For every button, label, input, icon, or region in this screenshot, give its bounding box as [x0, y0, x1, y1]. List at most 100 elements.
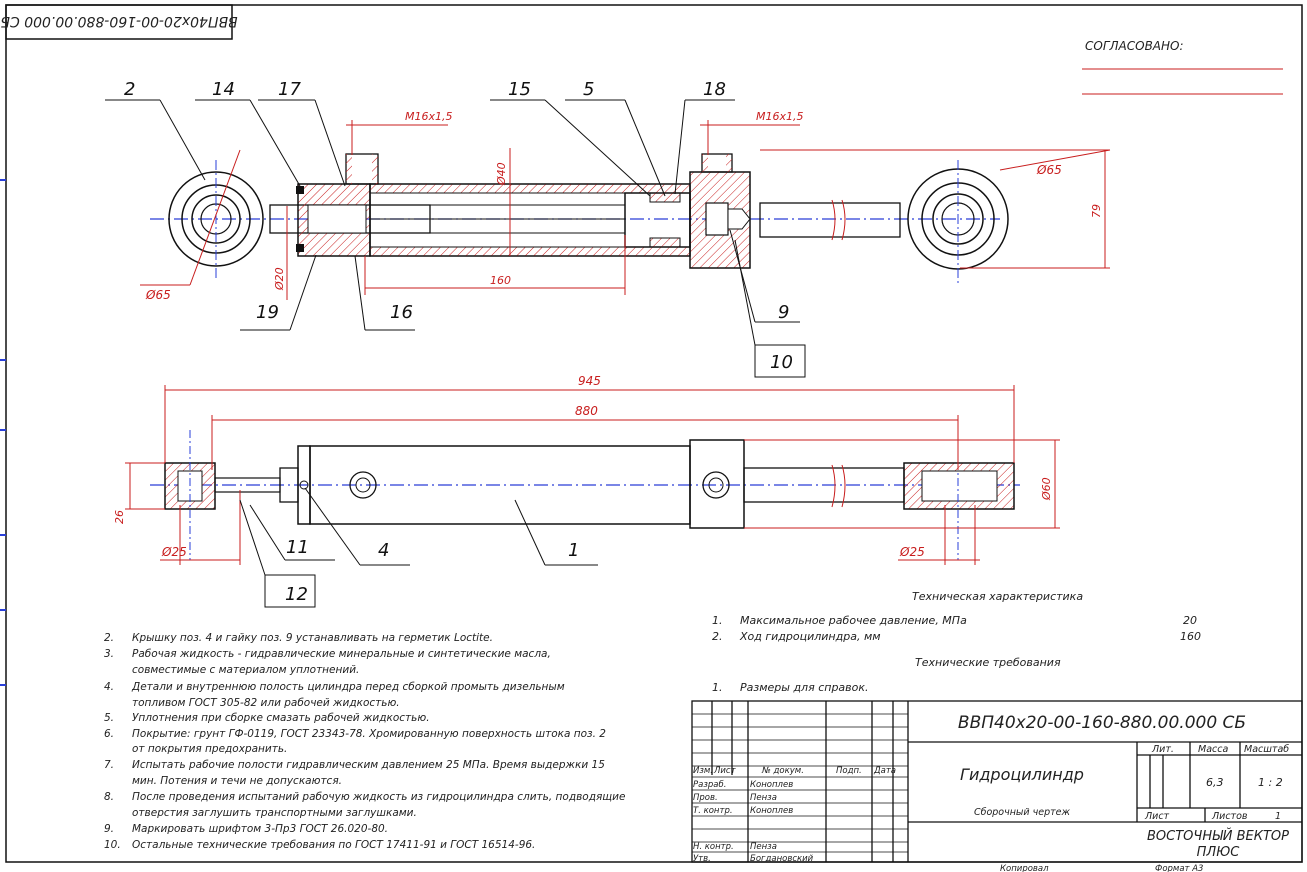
note-line: Покрытие: грунт ГФ-0119, ГОСТ 23343-78. …: [132, 728, 606, 740]
dim-stroke: 160: [490, 274, 511, 287]
dim-total-length: 945: [578, 374, 601, 388]
tb-mass: 6,3: [1206, 776, 1224, 789]
tech-char-label: Ход гидроцилиндра, мм: [739, 630, 881, 643]
svg-text:2.: 2.: [712, 630, 723, 643]
tb-sheets: 1: [1275, 811, 1281, 822]
note-line: Остальные технические требования по ГОСТ…: [132, 839, 535, 851]
dim-eye-right: Ø65: [1036, 163, 1062, 177]
approval-label: СОГЛАСОВАНО:: [1085, 39, 1184, 53]
tech-char-value: 20: [1183, 614, 1197, 627]
tech-req-heading: Технические требования: [915, 656, 1061, 669]
note-line: от покрытия предохранить.: [132, 743, 287, 755]
dim-pin-dia-left: Ø25: [161, 545, 187, 559]
tb-company-line2: ПЛЮС: [1197, 845, 1241, 860]
tb-format: Формат А3: [1155, 864, 1203, 872]
svg-text:9.: 9.: [104, 823, 114, 835]
section-view: [150, 153, 1009, 285]
tb-company: ВОСТОЧНЫЙ ВЕКТОР: [1147, 828, 1289, 844]
tb-role: Т. контр.: [693, 806, 733, 816]
note-line: Крышку поз. 4 и гайку поз. 9 устанавлива…: [132, 632, 493, 644]
tb-copied: Копировал: [1000, 864, 1049, 872]
note-line: Рабочая жидкость - гидравлические минера…: [132, 648, 551, 660]
tb-role: Н. контр.: [693, 842, 734, 852]
dim-pin-length: 880: [575, 404, 598, 418]
tech-char-heading: Техническая характеристика: [912, 590, 1083, 603]
tb-person: Богдановский: [750, 854, 814, 864]
dim-rod: Ø20: [273, 267, 286, 291]
tb-person: Пенза: [750, 793, 777, 803]
note-line: После проведения испытаний рабочую жидко…: [132, 791, 625, 803]
tb-name: Гидроцилиндр: [960, 765, 1084, 784]
balloon-4: 4: [378, 540, 389, 561]
balloon-2: 2: [124, 79, 135, 100]
tb-person: Коноплев: [750, 780, 793, 790]
svg-text:1.: 1.: [712, 614, 723, 627]
note-line: топливом ГОСТ 305-82 или рабочей жидкост…: [132, 697, 400, 709]
tb-role: Пров.: [693, 793, 718, 803]
dim-eye-left: Ø65: [145, 288, 171, 302]
svg-text:3.: 3.: [104, 648, 114, 660]
note-line: мин. Потения и течи не допускаются.: [132, 775, 342, 787]
tech-char-value: 160: [1180, 630, 1201, 643]
dim-thread-right: M16x1,5: [756, 110, 804, 123]
note-line: Маркировать шрифтом 3-Пр3 ГОСТ 26.020-80…: [132, 823, 388, 835]
balloon-9: 9: [778, 302, 789, 323]
balloon-15: 15: [508, 79, 531, 100]
svg-text:2.: 2.: [104, 632, 114, 644]
svg-text:5.: 5.: [104, 712, 114, 724]
balloon-14: 14: [212, 79, 235, 100]
section-dimensions: [140, 120, 1111, 300]
balloon-18: 18: [703, 79, 726, 100]
svg-text:8.: 8.: [104, 791, 114, 803]
svg-text:Дата: Дата: [873, 766, 896, 776]
tb-sheet-label: Лист: [1144, 811, 1170, 822]
svg-text:Лист: Лист: [713, 766, 737, 776]
tb-doc-type: Сборочный чертеж: [974, 807, 1071, 818]
balloon-5: 5: [583, 79, 594, 100]
balloon-10: 10: [770, 352, 793, 373]
tb-role: Разраб.: [693, 780, 726, 790]
tb-scale-label: Масштаб: [1244, 744, 1289, 755]
tb-designation: ВВП40х20-00-160-880.00.000 СБ: [958, 713, 1246, 733]
mirrored-stamp-text: ВВП40х20-00-160-880.00.000 СБ: [0, 13, 237, 29]
dim-body-dia: Ø60: [1040, 477, 1053, 501]
notes-block: 2. Крышку поз. 4 и гайку поз. 9 устанавли…: [104, 632, 625, 851]
note-line: Детали и внутреннюю полость цилиндра пер…: [131, 681, 565, 693]
balloon-1: 1: [568, 540, 579, 561]
dim-eye-width: 26: [113, 510, 126, 524]
note-line: совместимые с материалом уплотнений.: [132, 664, 359, 676]
mirrored-stamp: [5, 4, 233, 40]
balloon-11: 11: [286, 537, 309, 558]
sheet-frame: [5, 4, 1303, 863]
note-line: Уплотнения при сборке смазать рабочей жи…: [132, 712, 430, 724]
svg-text:10.: 10.: [104, 839, 121, 851]
dim-eye-height: 79: [1090, 204, 1103, 218]
tb-person: Пенза: [750, 842, 777, 852]
tb-mass-label: Масса: [1198, 744, 1228, 755]
tech-char-label: Максимальное рабочее давление, МПа: [740, 614, 967, 627]
tb-lit-label: Лит.: [1151, 744, 1174, 755]
tech-req-item: Размеры для справок.: [740, 681, 869, 694]
balloon-19: 19: [256, 302, 279, 323]
front-dimensions: [125, 385, 1060, 565]
svg-text:6.: 6.: [104, 728, 114, 740]
tb-person: Коноплев: [750, 806, 793, 816]
note-line: Испытать рабочие полости гидравлическим …: [132, 759, 605, 771]
svg-text:1.: 1.: [712, 681, 723, 694]
title-block: [691, 700, 1303, 863]
tb-scale: 1 : 2: [1258, 776, 1283, 789]
svg-text:Изм.: Изм.: [693, 766, 713, 776]
front-view: [150, 430, 1020, 560]
dim-bore: Ø40: [495, 162, 508, 186]
note-line: отверстия заглушить транспортными заглуш…: [132, 807, 417, 819]
svg-text:№ докум.: № докум.: [761, 766, 804, 776]
svg-text:Подп.: Подп.: [836, 766, 862, 776]
balloon-17: 17: [278, 79, 301, 100]
svg-text:4.: 4.: [104, 681, 114, 693]
balloon-12: 12: [285, 584, 308, 605]
balloon-16: 16: [390, 302, 413, 323]
svg-text:7.: 7.: [104, 759, 114, 771]
dim-thread-left: M16x1,5: [405, 110, 453, 123]
